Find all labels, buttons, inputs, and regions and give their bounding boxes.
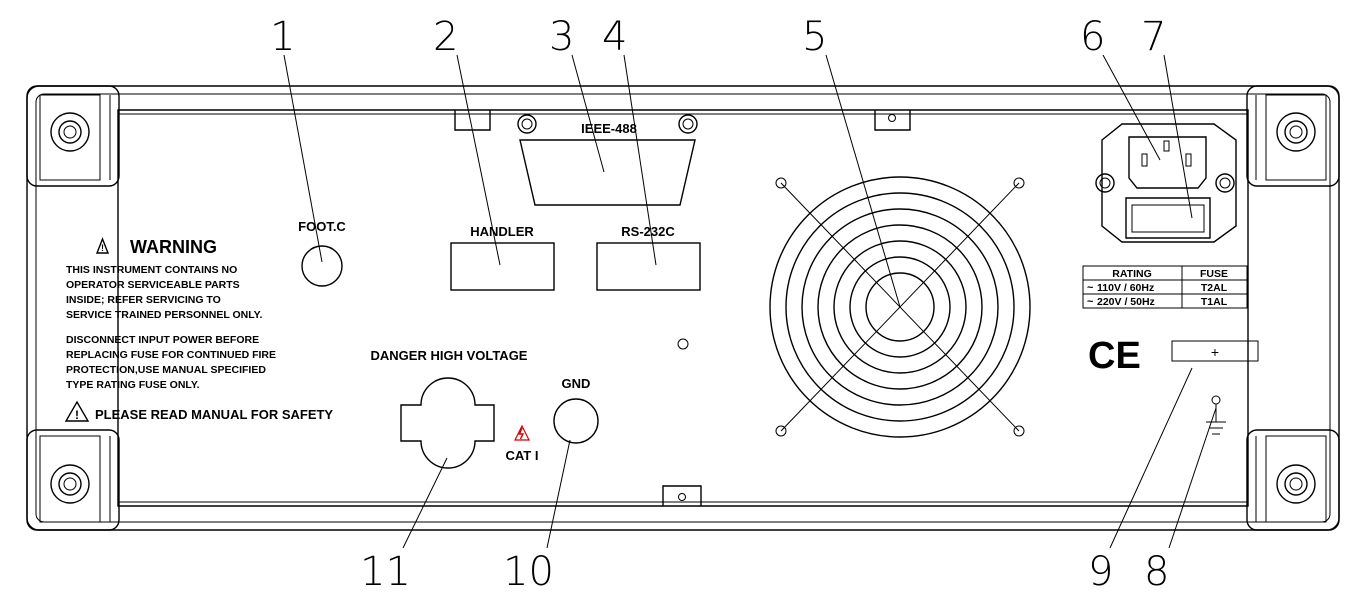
callout-number: 5 <box>802 14 827 60</box>
callout-number: 6 <box>1080 14 1105 60</box>
polarity-label <box>1171 340 1259 362</box>
foot-control-connector[interactable] <box>301 245 343 287</box>
warning-line: PROTECTION,USE MANUAL SPECIFIED <box>66 364 266 376</box>
callout-number: 9 <box>1088 549 1113 595</box>
warning-line: DISCONNECT INPUT POWER BEFORE <box>66 334 259 346</box>
callout-number: 7 <box>1141 14 1166 60</box>
foot-bottom-left <box>26 429 120 531</box>
callout-number: 11 <box>360 549 411 595</box>
foot-bottom-right <box>1246 429 1340 531</box>
rating-row-1: 110V / 60Hz <box>1097 282 1154 294</box>
fuse-header: FUSE <box>1200 268 1228 280</box>
high-voltage-terminal[interactable] <box>400 377 495 469</box>
warning-line: INSIDE; REFER SERVICING TO <box>66 294 221 306</box>
gnd-label: GND <box>562 376 591 391</box>
foot-c-label: FOOT.C <box>298 219 346 234</box>
rating-header: RATING <box>1112 268 1151 280</box>
power-inlet-module[interactable] <box>1095 123 1237 243</box>
callout-number: 3 <box>549 14 574 60</box>
warning-line: SERVICE TRAINED PERSONNEL ONLY. <box>66 309 263 321</box>
rs232c-connector[interactable] <box>596 242 701 291</box>
rating-table: RATING FUSE ~ 110V / 60Hz T2AL ~ 220V / … <box>1082 265 1248 309</box>
ce-mark-icon: CE <box>1088 335 1141 377</box>
svg-text:!: ! <box>75 408 79 422</box>
foot-top-left <box>26 85 120 187</box>
svg-text:~: ~ <box>1087 282 1094 294</box>
svg-text:~: ~ <box>1087 296 1094 308</box>
callout-number: 10 <box>503 549 554 595</box>
chassis-outline <box>26 85 1340 531</box>
warning-line: REPLACING FUSE FOR CONTINUED FIRE <box>66 349 276 361</box>
svg-text:!: ! <box>101 243 104 253</box>
fuse-row-1: T2AL <box>1201 282 1228 294</box>
danger-label: DANGER HIGH VOLTAGE <box>371 348 528 363</box>
safety-triangle-icon <box>64 400 90 422</box>
warning-line: THIS INSTRUMENT CONTAINS NO <box>66 264 237 276</box>
gnd-terminal[interactable] <box>553 398 599 444</box>
cat-label: CAT I <box>506 448 539 463</box>
ground-terminal[interactable] <box>1206 395 1226 435</box>
callout-leaders <box>283 54 1217 549</box>
rs232c-label: RS-232C <box>621 224 675 239</box>
warning-line: OPERATOR SERVICEABLE PARTS <box>66 279 240 291</box>
callout-number: 1 <box>270 14 295 60</box>
safety-text: PLEASE READ MANUAL FOR SAFETY <box>95 407 333 422</box>
foot-top-right <box>1246 85 1340 187</box>
ieee-488-label: IEEE-488 <box>581 121 637 136</box>
handler-connector[interactable] <box>450 242 555 291</box>
rating-row-2: 220V / 50Hz <box>1097 296 1155 308</box>
callout-number: 8 <box>1144 549 1169 595</box>
callout-number: 4 <box>602 14 627 60</box>
mount-hole <box>677 338 689 350</box>
warning-block: ! WARNING THIS INSTRUMENT CONTAINS NO OP… <box>64 237 333 422</box>
high-voltage-icon <box>514 424 530 441</box>
callout-number: 2 <box>433 14 458 60</box>
warning-triangle-icon <box>95 237 110 254</box>
warning-title: WARNING <box>130 237 217 257</box>
fuse-row-2: T1AL <box>1201 296 1228 308</box>
warning-line: TYPE RATING FUSE ONLY. <box>66 379 200 391</box>
plus-label: + <box>1211 344 1219 360</box>
handler-label: HANDLER <box>470 224 534 239</box>
